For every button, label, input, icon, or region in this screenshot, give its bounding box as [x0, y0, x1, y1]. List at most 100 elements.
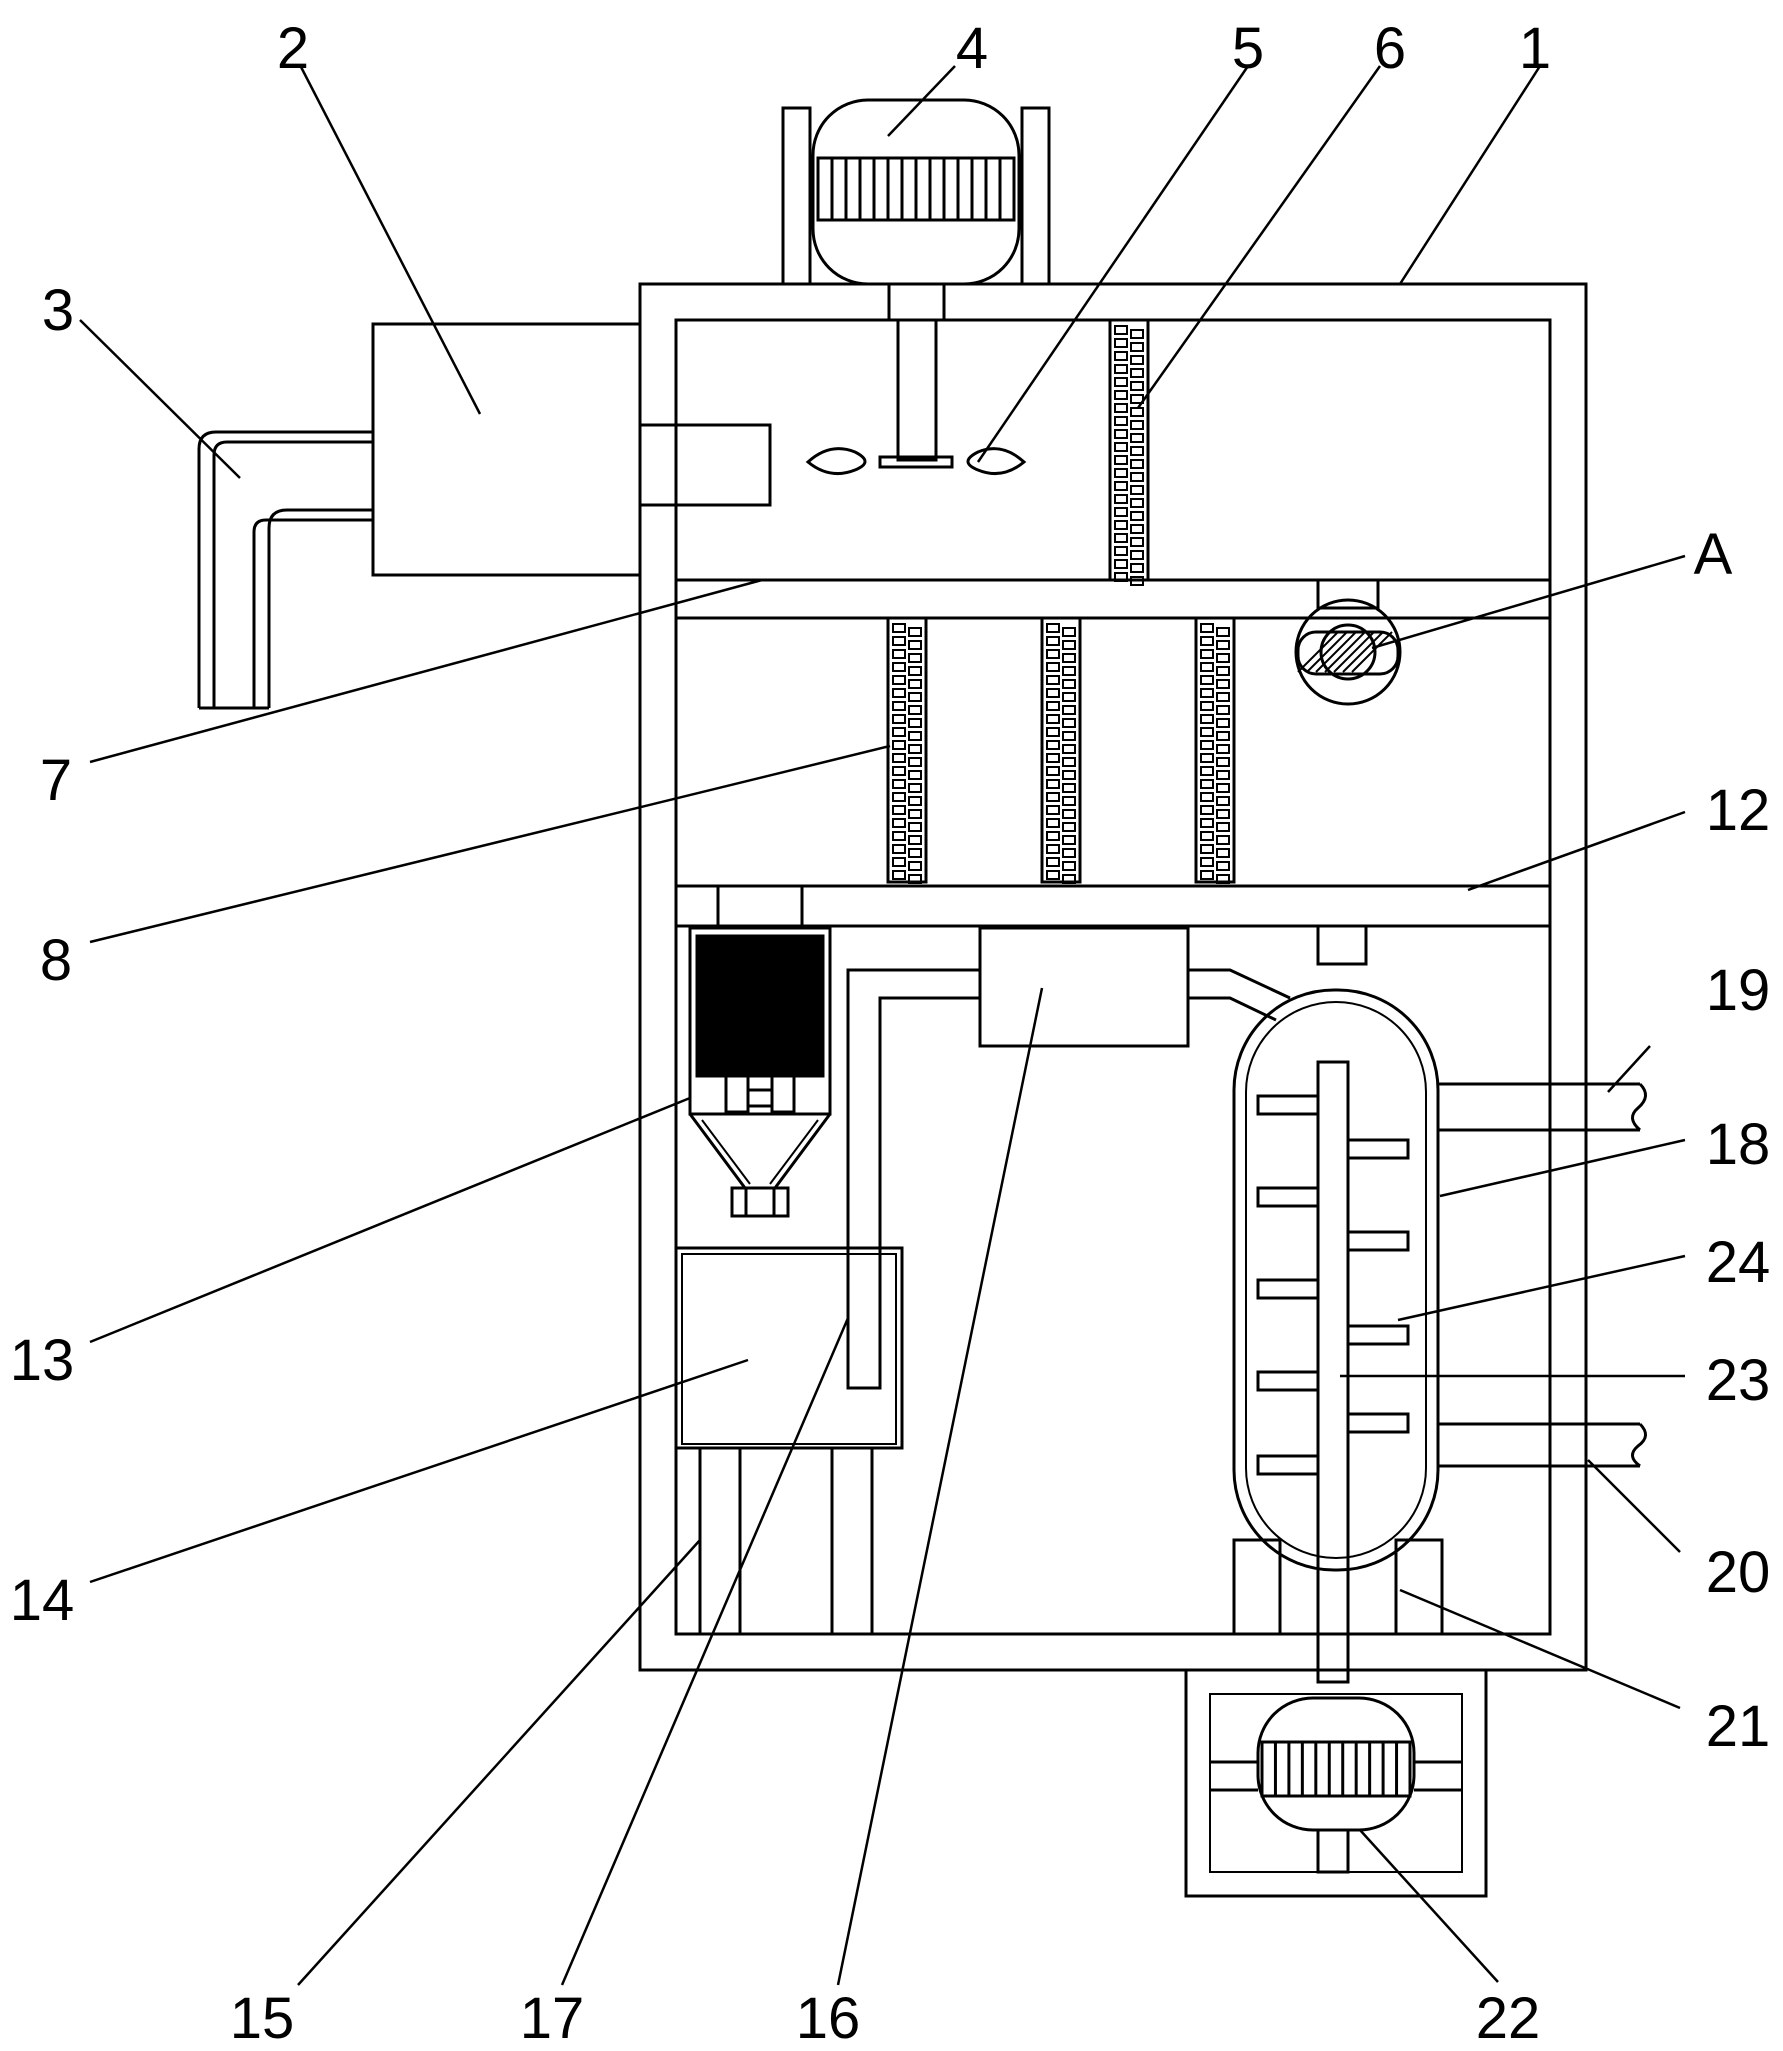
filter-cell — [1200, 701, 1214, 711]
filter-cell — [1062, 874, 1076, 884]
filter-cell — [892, 792, 906, 802]
filter-cell — [1216, 861, 1230, 871]
filter-cell — [908, 718, 922, 728]
filter-cell — [1130, 342, 1144, 352]
filter-cell — [1216, 757, 1230, 767]
filter-cell — [1216, 835, 1230, 845]
filter-cell — [1130, 446, 1144, 456]
filter-cell — [1216, 770, 1230, 780]
mixing-tank — [1232, 988, 1440, 1684]
hatch-line — [1333, 631, 1375, 673]
label-12: 12 — [1706, 778, 1771, 843]
filter-cell — [1046, 649, 1060, 659]
filter-cell — [1200, 662, 1214, 672]
filter-cell — [1114, 377, 1128, 387]
stirring-blades — [805, 447, 1027, 476]
label-19: 19 — [1706, 958, 1771, 1023]
filter-cell — [892, 688, 906, 698]
filter-cell — [1114, 559, 1128, 569]
filter-cell — [908, 627, 922, 637]
filter-cell — [908, 692, 922, 702]
filter-cell — [1114, 533, 1128, 543]
filter-cell — [1062, 679, 1076, 689]
filter-cell — [1200, 636, 1214, 646]
filter-cell — [892, 818, 906, 828]
leader-lines — [79, 64, 1686, 1986]
filter-cell — [1114, 338, 1128, 348]
filter-cell — [1200, 766, 1214, 776]
filter-cell — [892, 753, 906, 763]
outlet-pipe — [1438, 1422, 1647, 1468]
filter-cell — [1114, 429, 1128, 439]
filter-cell — [1114, 403, 1128, 413]
filter-cell — [1046, 623, 1060, 633]
filter-cell — [892, 805, 906, 815]
filter-cell — [1216, 796, 1230, 806]
filter-cell — [908, 848, 922, 858]
paddle — [1346, 1230, 1410, 1252]
filter-cell — [1200, 623, 1214, 633]
filter-cell — [1062, 692, 1076, 702]
filter-cell — [892, 623, 906, 633]
filter-cell — [1046, 779, 1060, 789]
filter-cell — [1200, 675, 1214, 685]
detail-a — [1294, 578, 1402, 706]
filter-cell — [1114, 520, 1128, 530]
filter-cell — [1046, 753, 1060, 763]
filter-cell — [1130, 485, 1144, 495]
filter-cell — [1200, 831, 1214, 841]
upper-filter — [1108, 318, 1150, 586]
paddle — [1256, 1094, 1320, 1116]
filter-cell — [1114, 546, 1128, 556]
top-motor — [781, 98, 1051, 462]
filter-cell — [1216, 783, 1230, 793]
filter-cell — [1130, 472, 1144, 482]
filter-cell — [1130, 368, 1144, 378]
filter-cell — [908, 861, 922, 871]
filter-cell — [1046, 636, 1060, 646]
filter-cell — [1130, 355, 1144, 365]
label-14: 14 — [10, 1568, 75, 1633]
filter-cell — [1062, 783, 1076, 793]
paddle — [1256, 1454, 1320, 1476]
hatch-line — [1324, 631, 1366, 673]
filter-cell — [1114, 494, 1128, 504]
filter-cell — [908, 640, 922, 650]
label-5: 5 — [1232, 16, 1264, 81]
filter-cell — [1114, 572, 1128, 582]
support-plate — [674, 884, 1552, 966]
filter-cell — [892, 636, 906, 646]
label-7: 7 — [40, 748, 72, 813]
filter-cell — [1216, 705, 1230, 715]
filter-cell — [1114, 416, 1128, 426]
filter-cell — [1062, 627, 1076, 637]
filter-cell — [1062, 822, 1076, 832]
label-6: 6 — [1374, 16, 1406, 81]
filter-cell — [908, 666, 922, 676]
filter-cell — [1200, 818, 1214, 828]
filter-cell — [1130, 433, 1144, 443]
filter-cell — [892, 649, 906, 659]
filter-cell — [892, 662, 906, 672]
filter-cell — [1200, 727, 1214, 737]
filter-cell — [1062, 861, 1076, 871]
filter-cell — [908, 822, 922, 832]
filter-cell — [908, 757, 922, 767]
filter-cell — [1046, 870, 1060, 880]
paddle — [1256, 1370, 1320, 1392]
paddle — [1256, 1186, 1320, 1208]
pump — [978, 926, 1190, 1048]
label-15: 15 — [230, 1986, 295, 2051]
filter-cell — [1130, 407, 1144, 417]
label-23: 23 — [1706, 1348, 1771, 1413]
filter-cell — [1130, 576, 1144, 586]
filter-cell — [1062, 666, 1076, 676]
label-3: 3 — [42, 278, 74, 343]
label-8: 8 — [40, 928, 72, 993]
filter-cell — [1130, 524, 1144, 534]
filter-cell — [1200, 844, 1214, 854]
paddle — [1346, 1412, 1410, 1434]
filter-cell — [1200, 857, 1214, 867]
filter-cell — [1046, 766, 1060, 776]
